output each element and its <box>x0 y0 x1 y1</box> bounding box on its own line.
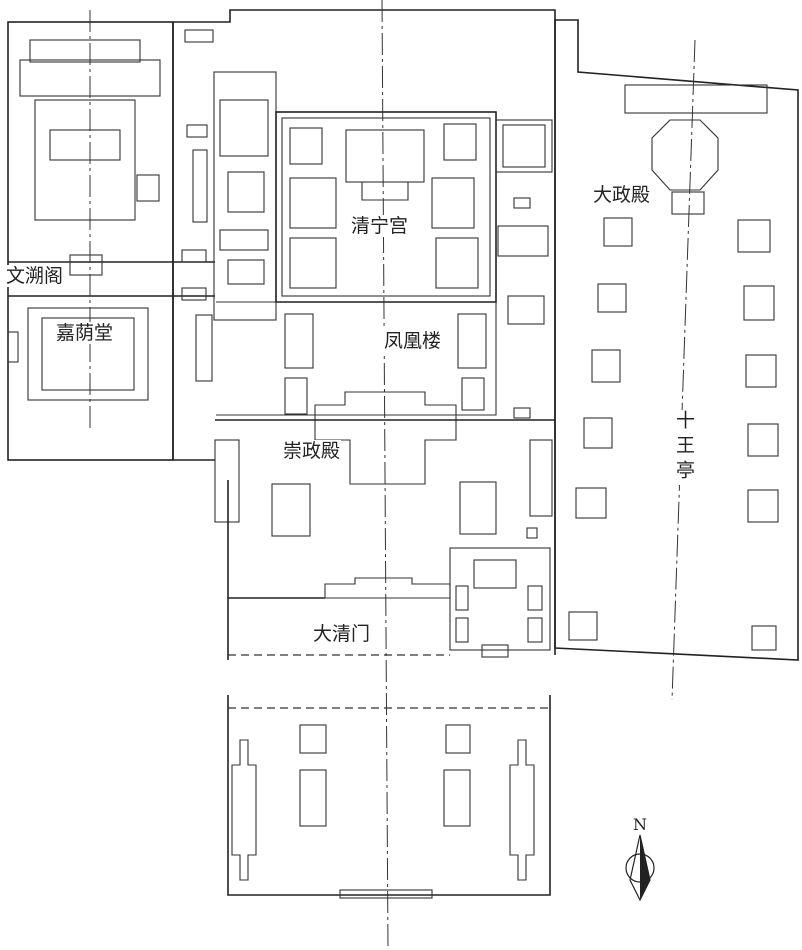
central-compound <box>172 9 556 660</box>
label-daqingmen: 大清门 <box>312 623 372 645</box>
south-court <box>227 695 551 899</box>
east-compound <box>554 19 799 661</box>
label-jiayintang: 嘉荫堂 <box>55 322 115 344</box>
west-compound <box>7 21 215 461</box>
label-qingninggong: 清宁宫 <box>350 215 410 237</box>
east-axis <box>671 39 696 701</box>
north-arrow-icon <box>625 834 655 902</box>
label-dazhengdian: 大政殿 <box>592 184 652 206</box>
compass-north-label: N <box>633 815 647 834</box>
label-wensuge: 文溯阁 <box>5 265 65 287</box>
label-fenghuanglou: 凤凰楼 <box>383 330 443 352</box>
label-chongzhengdian: 崇政殿 <box>282 440 342 462</box>
label-shiwangting: 十王亭 <box>672 410 696 485</box>
central-axis <box>381 0 389 949</box>
